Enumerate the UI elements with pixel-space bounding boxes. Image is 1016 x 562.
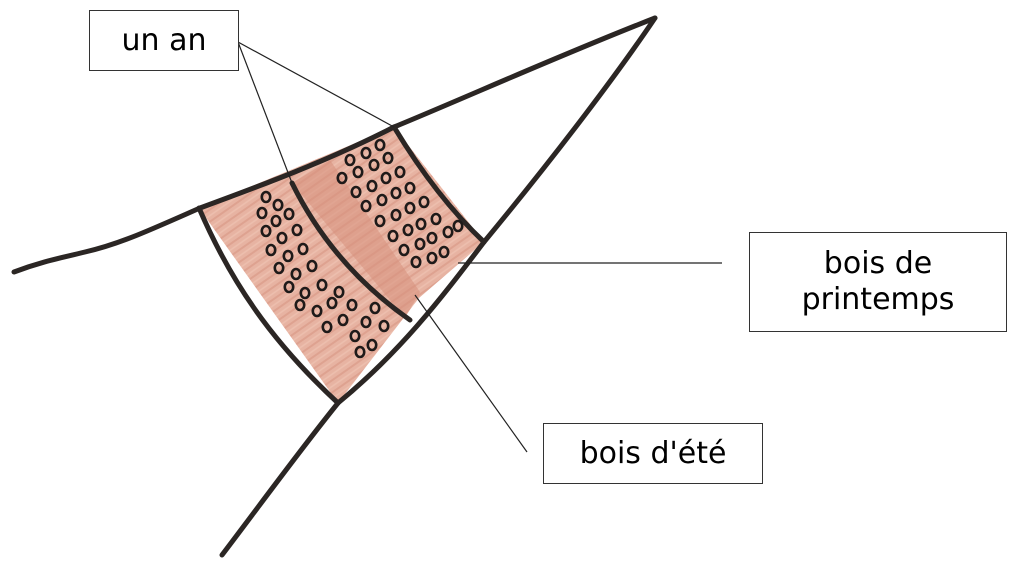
- label-un-an-text: un an: [122, 23, 207, 59]
- wood-ring-band: [199, 127, 484, 403]
- leader-line-year-2: [238, 42, 394, 127]
- label-un-an: un an: [89, 10, 239, 71]
- label-bois-de-printemps-text: bois de printemps: [802, 246, 955, 318]
- label-bois-de-printemps: bois de printemps: [749, 232, 1007, 332]
- label-bois-d-ete-text: bois d'été: [580, 436, 727, 472]
- leader-line-year-1: [238, 42, 292, 183]
- leader-line-latewood: [415, 295, 527, 452]
- label-bois-d-ete: bois d'été: [543, 423, 763, 484]
